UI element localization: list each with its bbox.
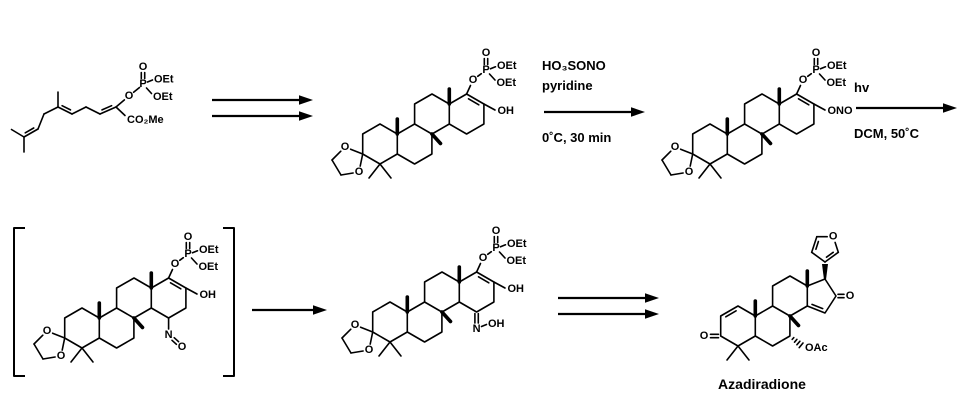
product-name: Azadiradione	[718, 376, 806, 392]
steroid-core-instance	[330, 45, 519, 180]
atom-label-n: N	[473, 323, 481, 335]
atom-label-oet: OEt	[154, 74, 174, 86]
conditions-line: 0˚C, 30 min	[542, 130, 612, 145]
steroid-core-instance	[340, 223, 529, 358]
atom-label-o: O	[700, 330, 709, 342]
bracketed-content: OH N O	[32, 229, 221, 364]
atom-label-o: O	[846, 290, 855, 302]
reaction-arrow-multistep-1	[212, 95, 313, 121]
structure-ketal-alcohol: OH	[330, 45, 519, 180]
steroid-core-instance	[32, 229, 221, 364]
atom-label-o: O	[125, 90, 134, 102]
structure-oxime: OH N OH	[340, 223, 529, 358]
reagent-line-1: hv	[854, 80, 870, 95]
bracket-right	[223, 227, 235, 377]
atom-label-oh: OH	[200, 289, 217, 301]
reagent-line-2: pyridine	[542, 78, 593, 93]
atom-label-p: P	[139, 78, 146, 90]
wedge-bond	[822, 264, 828, 279]
structure-azadiradione: O O O OAc	[700, 231, 855, 361]
conditions-line: DCM, 50˚C	[854, 126, 920, 141]
atom-label-ono: ONO	[828, 105, 854, 117]
atom-label-o: O	[178, 341, 187, 353]
atom-label-o: O	[139, 61, 148, 73]
reaction-arrow-photolysis	[856, 103, 957, 113]
structure-triene-enol-phosphate: O P OEt OEt O CO₂Me	[10, 61, 174, 153]
reagent-line-1: HO₃SONO	[542, 58, 606, 73]
reagents-nitrosation: HO₃SONO pyridine 0˚C, 30 min	[542, 58, 652, 146]
atom-label-co2me: CO₂Me	[127, 114, 164, 126]
atom-label-oh: OH	[508, 283, 525, 295]
reaction-arrow-multistep-2	[558, 293, 659, 319]
structure-nitroso-intermediate: OH N O	[13, 227, 235, 377]
atom-label-oet: OEt	[153, 91, 173, 103]
reaction-arrow-tautomerization	[252, 305, 327, 315]
atom-label-o: O	[829, 231, 838, 243]
atom-label-oh: OH	[488, 318, 505, 330]
steroid-core-instance	[660, 45, 849, 180]
bracket-left	[13, 227, 25, 377]
atom-label-oh: OH	[498, 105, 515, 117]
atom-label-oac: OAc	[805, 342, 828, 354]
reagents-photolysis: hv DCM, 50˚C	[854, 80, 960, 142]
reaction-arrow-nitrosation	[544, 107, 645, 117]
structure-nitrite-ester: ONO	[660, 45, 854, 180]
atom-label-n: N	[165, 329, 173, 341]
